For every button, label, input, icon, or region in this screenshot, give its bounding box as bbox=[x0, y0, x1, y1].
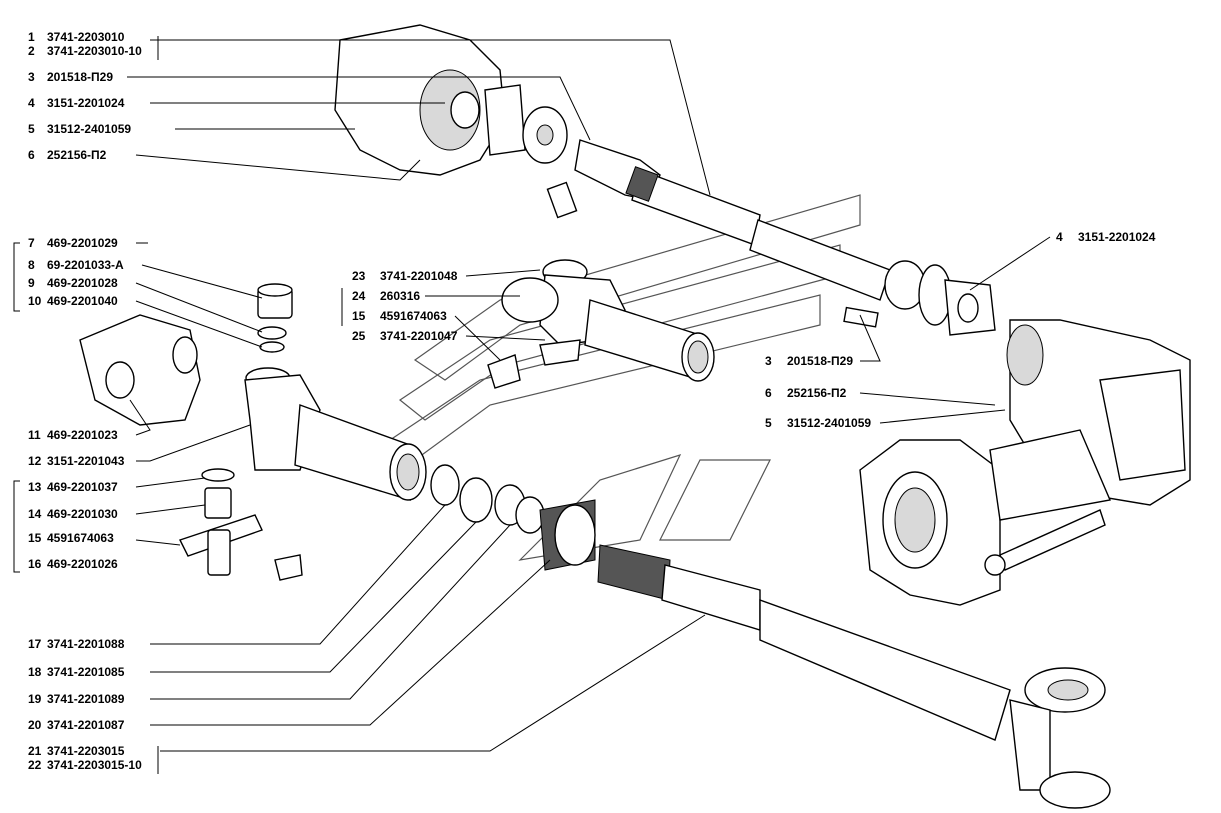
callout-part-code: 469-2201037 bbox=[47, 480, 118, 494]
callout-number: 6 bbox=[765, 386, 772, 400]
callout-part-code: 260316 bbox=[380, 289, 420, 303]
callout-part-code: 3741-2203015 bbox=[47, 744, 125, 758]
callout-part-code: 469-2201023 bbox=[47, 428, 118, 442]
callout-number: 23 bbox=[352, 269, 366, 283]
callout-number: 4 bbox=[28, 96, 35, 110]
leader-line bbox=[135, 477, 206, 488]
callout-part-code: 469-2201029 bbox=[47, 236, 118, 250]
leader-line bbox=[859, 314, 881, 362]
callout-part-code: 3741-2201089 bbox=[47, 692, 125, 706]
callout-part-code: 4591674063 bbox=[47, 531, 114, 545]
callout-part-code: 252156-П2 bbox=[47, 148, 107, 162]
group-bracket bbox=[13, 480, 20, 573]
leader-line bbox=[160, 614, 706, 752]
callout-number: 18 bbox=[28, 665, 42, 679]
leader-lines bbox=[13, 36, 1051, 774]
callout-part-code: 3741-2203015-10 bbox=[47, 758, 142, 772]
callout-part-code: 3741-2201085 bbox=[47, 665, 125, 679]
lower-propeller-shaft bbox=[597, 544, 1111, 809]
callout-number: 21 bbox=[28, 744, 42, 758]
callout-number: 22 bbox=[28, 758, 42, 772]
callout-part-code: 3741-2203010-10 bbox=[47, 44, 142, 58]
callout-number: 9 bbox=[28, 276, 35, 290]
callout-part-code: 3741-2203010 bbox=[47, 30, 125, 44]
callout-part-code: 469-2201026 bbox=[47, 557, 118, 571]
callout-number: 15 bbox=[28, 531, 42, 545]
callout-number: 11 bbox=[28, 428, 41, 442]
leader-line bbox=[859, 392, 996, 406]
callout-number: 10 bbox=[28, 294, 42, 308]
callout-number: 24 bbox=[352, 289, 366, 303]
callout-number: 5 bbox=[765, 416, 772, 430]
group-bracket bbox=[13, 242, 20, 312]
callout-part-code: 3741-2201047 bbox=[380, 329, 458, 343]
callout-number: 13 bbox=[28, 480, 42, 494]
leader-line bbox=[135, 282, 263, 333]
leader-line bbox=[150, 39, 711, 196]
leader-line bbox=[150, 524, 511, 700]
leader-line bbox=[454, 315, 501, 361]
callout-number: 3 bbox=[765, 354, 772, 368]
callout-number: 1 bbox=[28, 30, 35, 44]
callout-number: 15 bbox=[352, 309, 366, 323]
callout-number: 20 bbox=[28, 718, 42, 732]
left-cross-yoke-parts bbox=[79, 283, 427, 581]
leader-line bbox=[136, 424, 251, 462]
leader-line bbox=[135, 539, 181, 546]
callout-part-code: 69-2201033-А bbox=[47, 258, 124, 272]
callout-number: 12 bbox=[28, 454, 42, 468]
leader-line bbox=[141, 264, 263, 299]
upper-propeller-shaft bbox=[334, 24, 996, 336]
callout-part-code: 3151-2201043 bbox=[47, 454, 125, 468]
callout-part-code: 31512-2401059 bbox=[47, 122, 131, 136]
callout-number: 6 bbox=[28, 148, 35, 162]
callout-part-code: 3151-2201024 bbox=[1078, 230, 1156, 244]
middle-yoke-assembly bbox=[487, 259, 715, 389]
callout-part-code: 3151-2201024 bbox=[47, 96, 125, 110]
leader-line bbox=[150, 504, 446, 645]
leader-line bbox=[969, 236, 1051, 291]
callout-part-code: 252156-П2 bbox=[787, 386, 847, 400]
callout-part-code: 469-2201040 bbox=[47, 294, 118, 308]
leader-line bbox=[129, 399, 151, 436]
callout-number: 4 bbox=[1056, 230, 1063, 244]
callout-part-code: 201518-П29 bbox=[787, 354, 853, 368]
callout-part-code: 201518-П29 bbox=[47, 70, 113, 84]
callout-part-code: 4591674063 bbox=[380, 309, 447, 323]
callout-part-code: 3741-2201088 bbox=[47, 637, 125, 651]
front-axle-knuckle bbox=[859, 429, 1111, 606]
callout-part-code: 469-2201028 bbox=[47, 276, 118, 290]
callout-number: 19 bbox=[28, 692, 42, 706]
callout-part-code: 3741-2201087 bbox=[47, 718, 125, 732]
callout-number: 5 bbox=[28, 122, 35, 136]
leader-line bbox=[150, 521, 477, 673]
leader-line bbox=[465, 269, 541, 277]
callout-part-code: 31512-2401059 bbox=[787, 416, 871, 430]
callout-number: 17 bbox=[28, 637, 42, 651]
leader-line bbox=[135, 300, 263, 348]
part-callouts: 1 3741-2203010 2 3741-2203010-10 3 201518-П29… bbox=[28, 30, 1156, 772]
seals-and-rings bbox=[430, 464, 596, 571]
callout-number: 25 bbox=[352, 329, 366, 343]
leader-line bbox=[127, 76, 591, 141]
callout-number: 8 bbox=[28, 258, 35, 272]
leader-line bbox=[135, 504, 206, 515]
callout-number: 16 bbox=[28, 557, 42, 571]
callout-number: 14 bbox=[28, 507, 42, 521]
callout-number: 2 bbox=[28, 44, 35, 58]
callout-number: 3 bbox=[28, 70, 35, 84]
callout-part-code: 469-2201030 bbox=[47, 507, 118, 521]
leader-line bbox=[135, 154, 421, 181]
callout-part-code: 3741-2201048 bbox=[380, 269, 458, 283]
leader-line bbox=[879, 409, 1006, 424]
leader-line bbox=[150, 559, 551, 726]
callout-number: 7 bbox=[28, 236, 35, 250]
leader-line bbox=[465, 335, 546, 341]
